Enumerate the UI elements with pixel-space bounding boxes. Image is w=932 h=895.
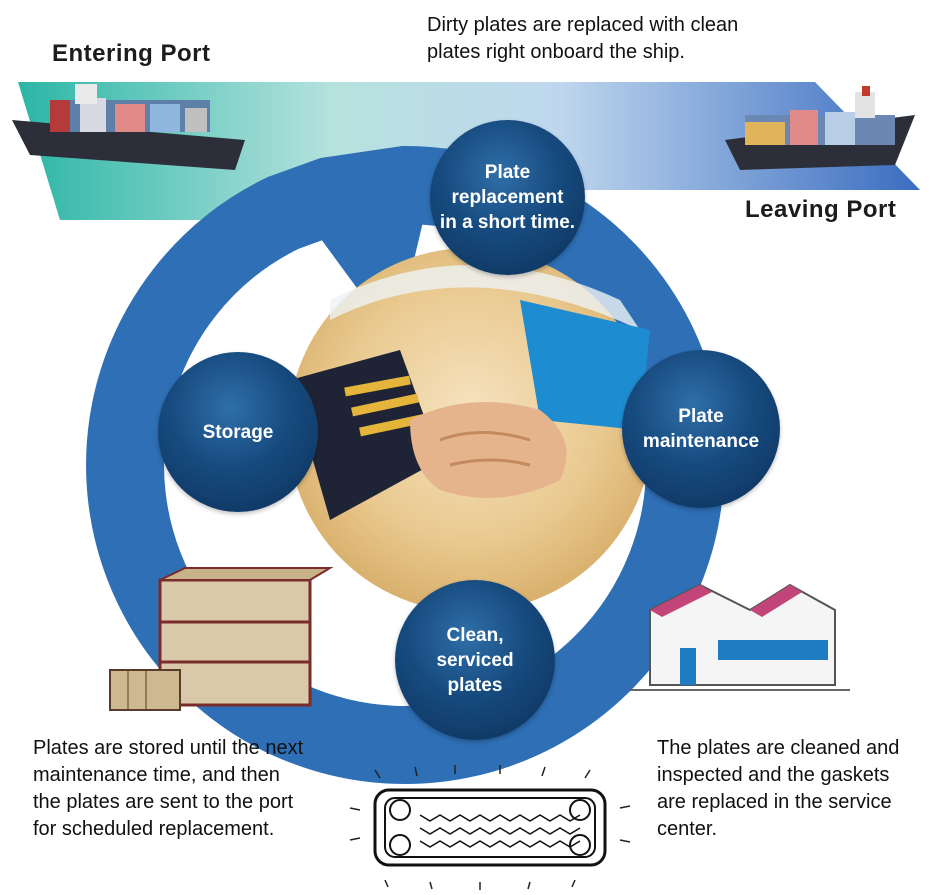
warehouse-icon <box>109 567 334 711</box>
storage-caption: Plates are stored until the next mainten… <box>33 737 304 840</box>
service-caption: The plates are cleaned and inspected and… <box>657 737 900 840</box>
top-caption: Dirty plates are replaced with clean pla… <box>427 14 739 63</box>
factory-icon <box>630 583 850 691</box>
entering-port-label: Entering Port <box>52 40 211 67</box>
plate-heat-exchanger-icon <box>349 765 631 890</box>
node-plate-maintenance: Plate maintenance <box>622 350 780 508</box>
ship-icon-leaving <box>725 86 915 170</box>
ship-icon-entering <box>12 84 245 170</box>
node-clean-serviced-plates: Clean, serviced plates <box>395 580 555 740</box>
cycle-ring <box>86 145 725 784</box>
leaving-port-label: Leaving Port <box>745 196 897 223</box>
node-storage: Storage <box>158 352 318 512</box>
node-plate-replacement: Plate replacement in a short time. <box>430 120 585 275</box>
